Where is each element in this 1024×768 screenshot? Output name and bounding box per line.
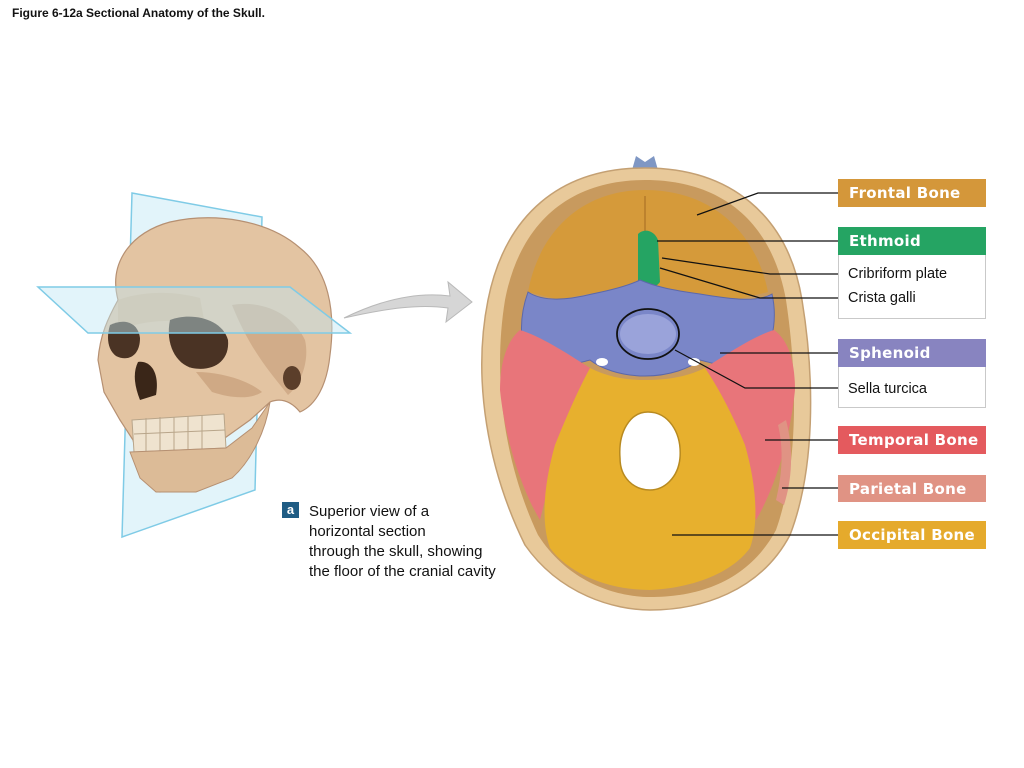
leader-lines [657, 192, 838, 536]
label-ethmoid: Ethmoid [838, 227, 986, 255]
direction-arrow [343, 280, 473, 324]
sphenoid-subpanel [838, 367, 986, 408]
caption-line: horizontal section [309, 523, 426, 540]
ethmoid-subpanel [838, 255, 986, 319]
label-temporal-bone: Temporal Bone [838, 426, 986, 454]
sella-turcica-callout [616, 308, 680, 360]
label-occipital-bone: Occipital Bone [838, 521, 986, 549]
label-crista-galli: Crista galli [848, 290, 916, 306]
label-sphenoid: Sphenoid [838, 339, 986, 367]
caption-badge: a [282, 502, 299, 518]
label-sella-turcica: Sella turcica [848, 381, 927, 397]
label-cribriform-plate: Cribriform plate [848, 266, 948, 282]
figure-title: Figure 6-12a Sectional Anatomy of the Sk… [12, 6, 265, 20]
cranial-floor-illustration [481, 156, 812, 611]
label-frontal-bone: Frontal Bone [838, 179, 986, 207]
caption-line: Superior view of a [309, 503, 430, 520]
label-parietal-bone: Parietal Bone [838, 475, 986, 502]
lateral-skull-illustration [36, 192, 353, 539]
caption-line: the floor of the cranial cavity [309, 563, 496, 580]
caption-line: through the skull, showing [309, 543, 483, 560]
